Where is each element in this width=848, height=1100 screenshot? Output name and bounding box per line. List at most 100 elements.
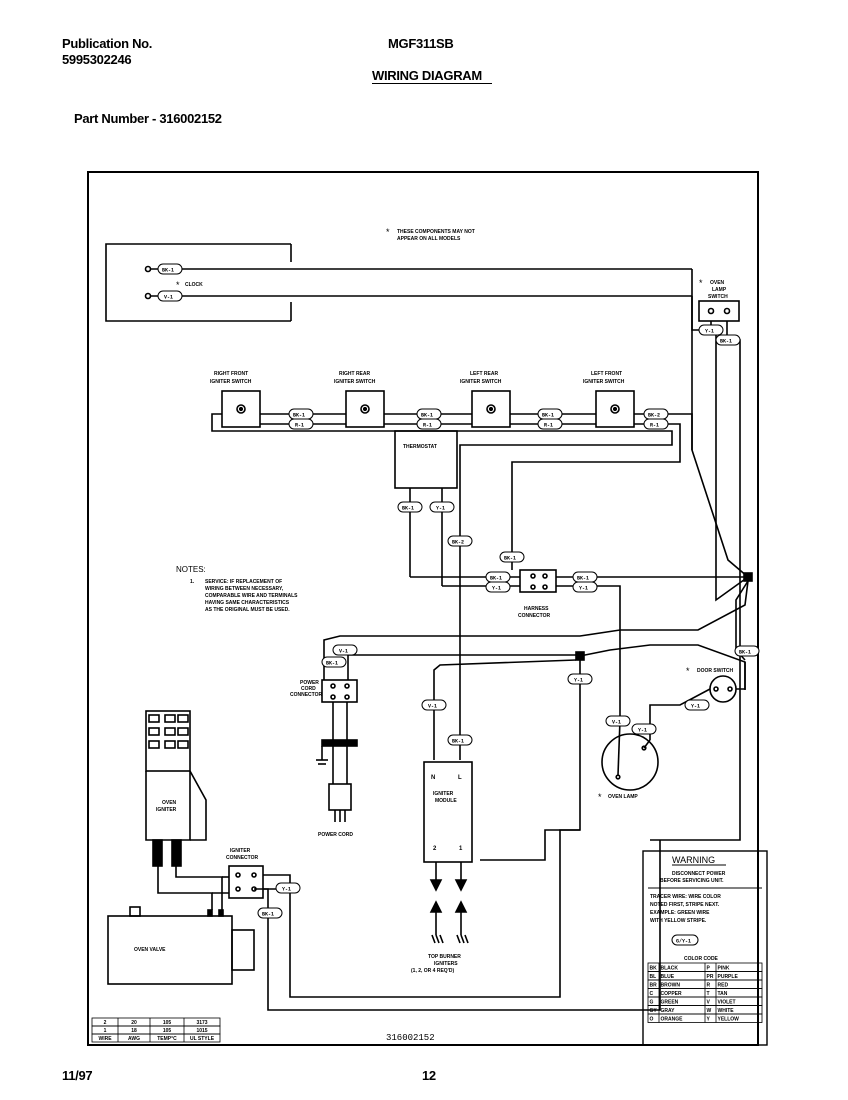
power-cord-conn-label-2: CORD — [301, 686, 316, 692]
svg-text:BK-1: BK-1 — [402, 506, 414, 512]
oven-lamp-label: OVEN LAMP — [608, 794, 638, 800]
right-front-igniter-switch — [221, 390, 261, 428]
wire-tag: V-1 — [157, 290, 183, 302]
model-number: MGF311SB — [388, 36, 454, 51]
wire-tag: Y-1 — [485, 581, 511, 593]
wire-tag: BK-1 — [321, 656, 347, 668]
left-front-label-1: LEFT FRONT — [591, 371, 622, 377]
color-code-cell: W — [707, 1008, 712, 1014]
top-burner-label-1: TOP BURNER — [428, 954, 461, 960]
svg-text:BK-2: BK-2 — [648, 413, 660, 419]
wire-tag: Y-1 — [698, 324, 724, 336]
svg-text:R-1: R-1 — [295, 423, 304, 429]
oven-lamp-switch — [698, 300, 740, 322]
warning-line-2: BEFORE SERVICING UNIT. — [660, 878, 724, 884]
svg-text:V-1: V-1 — [164, 295, 173, 301]
left-front-igniter-switch — [595, 390, 635, 428]
wire-tag: BK-1 — [572, 571, 598, 583]
harness-label-1: HARNESS — [524, 606, 549, 612]
svg-text:BK-1: BK-1 — [262, 912, 274, 918]
module-2: 2 — [433, 846, 437, 852]
asterisk-mark: * — [176, 280, 180, 290]
note-line-5: AS THE ORIGINAL MUST BE USED. — [205, 607, 290, 613]
asterisk-note-line-1: THESE COMPONENTS MAY NOT — [397, 229, 475, 235]
svg-text:R-1: R-1 — [650, 423, 659, 429]
svg-text:R-1: R-1 — [423, 423, 432, 429]
color-code-cell: GRAY — [661, 1008, 676, 1014]
color-code-title: COLOR CODE — [684, 956, 719, 962]
color-code-cell: V — [707, 999, 711, 1005]
wire-tag: BK-1 — [416, 408, 442, 420]
thermostat — [394, 430, 458, 489]
igniter-module-label-1: IGNITER — [433, 791, 454, 797]
note-line-4: HAVING SAME CHARACTERISTICS — [205, 600, 290, 606]
wire-table-cell: 105 — [163, 1020, 172, 1026]
color-code-cell: ORANGE — [661, 1016, 684, 1022]
warning-line-1: DISCONNECT POWER — [672, 871, 726, 877]
svg-text:Y-1: Y-1 — [638, 728, 647, 734]
warning-box — [642, 850, 768, 1046]
svg-text:BK-1: BK-1 — [490, 576, 502, 582]
module-1: 1 — [459, 846, 463, 852]
wire-label-group: BK-1 V-1 Y-1 BK-1 BK-1 R-1 BK-1 R-1 BK-1… — [157, 263, 760, 919]
oven-lamp-switch-label-3: SWITCH — [708, 294, 728, 300]
igniter-connector-label-1: IGNITER — [230, 848, 251, 854]
color-code-cell: G — [650, 999, 654, 1005]
color-code-cell: P — [707, 965, 711, 971]
color-code-cell: PINK — [718, 965, 730, 971]
oven-valve-label: OVEN VALVE — [134, 947, 166, 953]
left-rear-label-2: IGNITER SWITCH — [460, 379, 502, 385]
svg-text:BK-1: BK-1 — [421, 413, 433, 419]
oven-igniter — [145, 710, 191, 772]
color-code-cell: COPPER — [661, 991, 683, 997]
wire-tag: G/Y-1 — [671, 934, 699, 946]
page-number: 12 — [422, 1068, 436, 1083]
wire-tag: R-1 — [416, 418, 442, 430]
svg-text:BK-1: BK-1 — [720, 339, 732, 345]
clock-label: CLOCK — [185, 282, 203, 288]
publication-number: 5995302246 — [62, 52, 132, 67]
color-code-cell: T — [707, 991, 710, 997]
svg-text:BK-1: BK-1 — [162, 268, 174, 274]
tracer-line-2: NOTED FIRST, STRIPE NEXT. — [650, 902, 720, 908]
note-number: 1. — [190, 579, 195, 585]
wire-table-cell: 105 — [163, 1028, 172, 1034]
wire-tag: Y-1 — [572, 581, 598, 593]
publication-label: Publication No. — [62, 36, 153, 51]
color-code-cell: Y — [707, 1016, 711, 1022]
svg-text:Y-1: Y-1 — [492, 586, 501, 592]
wire-table-cell: AWG — [128, 1036, 140, 1042]
svg-text:BK-1: BK-1 — [542, 413, 554, 419]
svg-text:Y-1: Y-1 — [691, 704, 700, 710]
oven-lamp-switch-label-1: OVEN — [710, 280, 725, 286]
svg-text:BK-1: BK-1 — [326, 661, 338, 667]
wire-tag: BK-1 — [257, 907, 283, 919]
tracer-line-4: WITH YELLOW STRIPE. — [650, 918, 707, 924]
color-code-cell: BL — [650, 974, 657, 980]
oven-valve — [107, 915, 233, 985]
svg-text:Y-1: Y-1 — [574, 678, 583, 684]
color-code-cell: GY — [650, 1008, 658, 1014]
svg-text:BK-1: BK-1 — [452, 739, 464, 745]
color-code-cell: PURPLE — [718, 974, 739, 980]
clock-terminal-1 — [144, 265, 152, 273]
note-line-2: WIRING BETWEEN NECESSARY, — [205, 586, 284, 592]
power-cord-conn-label-3: CONNECTOR — [290, 692, 323, 698]
wire-table-cell: 18 — [131, 1028, 137, 1034]
asterisk-mark: * — [598, 792, 602, 802]
wire-tag: BK-1 — [397, 501, 423, 513]
left-front-label-2: IGNITER SWITCH — [583, 379, 625, 385]
warning-title: WARNING — [672, 855, 715, 865]
diagram-frame — [87, 171, 759, 1046]
color-code-cell: BLACK — [661, 965, 679, 971]
wire-tag: V-1 — [421, 699, 447, 711]
right-front-label-1: RIGHT FRONT — [214, 371, 248, 377]
